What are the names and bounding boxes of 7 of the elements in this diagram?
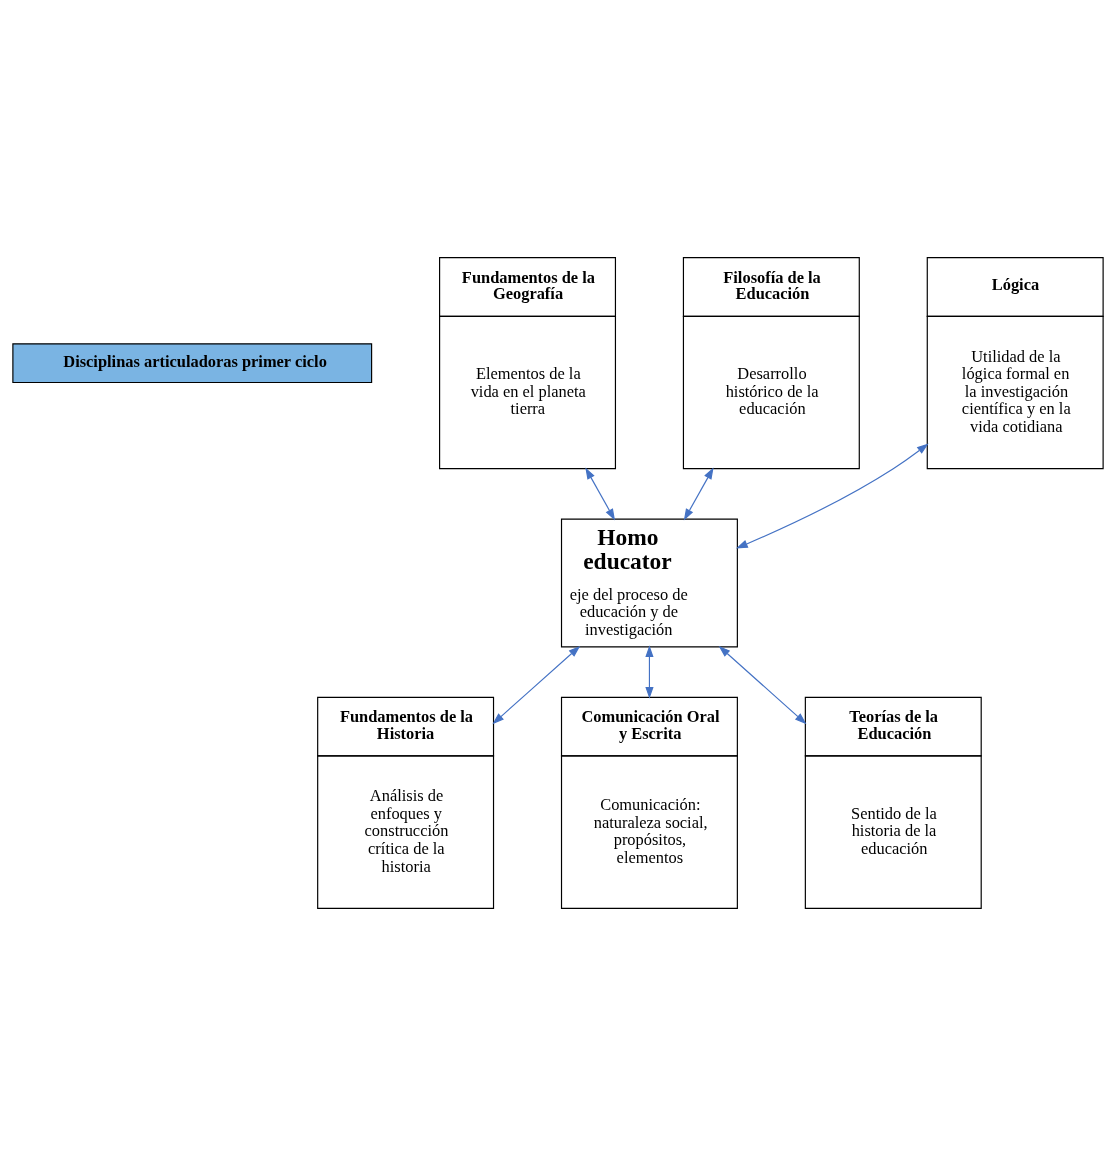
- arrow: [645, 645, 654, 699]
- arrow: [683, 467, 714, 521]
- node-box: Homo educator eje del proceso de educación y de investigación: [560, 518, 738, 648]
- arrow: [736, 443, 929, 549]
- arrow: [718, 645, 807, 725]
- arrow: [492, 645, 581, 725]
- arrow: [585, 467, 616, 521]
